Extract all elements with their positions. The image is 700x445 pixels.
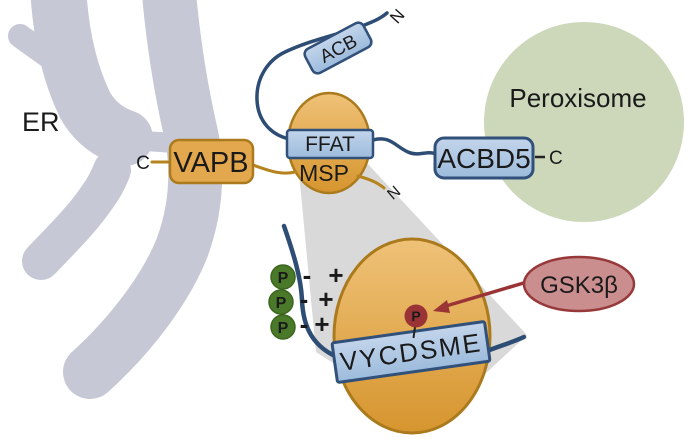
acbd5-box [433,136,535,180]
er-finger-lower-left [22,151,131,280]
vapb-c-terminus-label: C [136,153,150,174]
phospho-beads [268,264,296,340]
er-label: ER [22,107,60,137]
acbd5-label: ACBD5 [437,143,530,174]
ffat-label: FFAT [305,133,355,156]
phospho-connector-line [412,326,416,339]
vapb-box [168,138,255,185]
charge-minus-1: - [303,260,312,290]
phospho-site-circle [404,304,428,328]
blue-linkers [255,11,438,156]
gsk3b-ellipse [522,255,636,313]
ffat-box [285,128,375,160]
er-organelle-shape [8,0,223,399]
er-bridge [92,126,182,153]
charge-plus-1: + [328,260,343,290]
phospho-site-label: P [411,308,420,324]
msp-label: MSP [299,160,349,186]
phospho-bead-label-1: P [278,270,289,287]
er-branch-top [30,0,153,166]
gsk3b-arrowhead [433,300,450,313]
phospho-bead-1 [270,264,296,290]
phospho-bead-2 [268,289,294,315]
acb-n-terminus-label: N [386,5,408,27]
charge-plus-2: + [318,284,333,314]
vapb-label: VAPB [173,147,248,179]
vapb-msp-linker-line [251,163,297,175]
vycdsme-box [330,320,492,384]
acb-box [303,21,373,75]
er-trunk [63,0,223,399]
gsk3b-arrow-line [445,280,528,308]
gsk3b-label: GSK3β [540,272,618,299]
charge-minus-3: - [300,309,309,339]
phospho-bead-label-2: P [276,295,287,312]
phospho-bead-3 [270,314,296,340]
orange-linkers [150,160,386,190]
peroxisome-circle [484,22,684,222]
acb-loop-line [255,11,389,141]
charge-minus-2: - [300,284,309,314]
ffat-acbd5-linker-line [371,137,438,156]
charge-plus-3: + [314,309,329,339]
er-stub [8,24,60,68]
acbd5-c-terminus-label: C [549,148,563,169]
msp-n-linker-line [356,174,386,190]
peroxisome-label: Peroxisome [509,83,646,113]
phospho-bead-label-3: P [278,320,289,337]
phospho-bead-labels: P P P [276,270,289,337]
charge-symbols: - + - + - + [300,260,344,339]
